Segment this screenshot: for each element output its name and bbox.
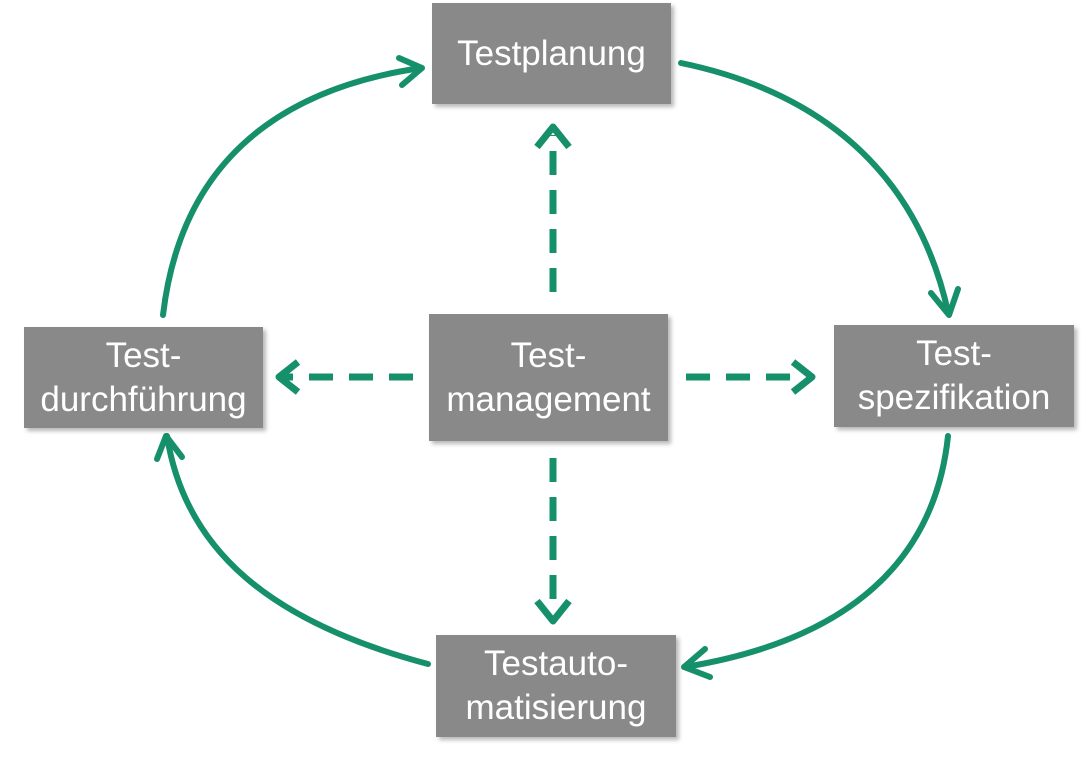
node-label-line2: matisierung: [465, 688, 647, 727]
arrowhead-spezifikation: [928, 286, 961, 318]
node-testautomatisierung: Testauto- matisierung: [436, 635, 676, 737]
arrow-planung-to-spezifikation: [678, 60, 951, 315]
arrow-durchfuehrung-to-planung: [160, 65, 424, 318]
node-label: Testplanung: [457, 33, 646, 73]
node-label-line2: management: [446, 379, 651, 419]
arrow-automatisierung-to-durchfuehrung: [164, 433, 431, 667]
node-testspezifikation: Test- spezifikation: [834, 325, 1074, 427]
node-label-line1: Test-: [105, 335, 182, 375]
node-label-line1: Test-: [510, 335, 587, 375]
node-testdurchfuehrung: Test- durchführung: [24, 327, 263, 428]
arrowhead-durchfuehrung: [154, 433, 185, 462]
node-testmanagement: Test- management: [429, 314, 668, 441]
node-label-line1: Testauto-: [484, 644, 628, 683]
dashed-arrowhead-down: [534, 598, 572, 625]
node-testplanung: Testplanung: [432, 3, 671, 104]
dashed-arrowhead-right: [790, 359, 816, 395]
dashed-arrowhead-left: [275, 359, 301, 395]
arrowhead-planung: [396, 55, 425, 88]
dashed-arrowhead-up: [534, 123, 572, 150]
node-label-line2: durchführung: [40, 379, 247, 419]
arrow-spezifikation-to-automatisierung: [682, 433, 951, 670]
node-label-line2: spezifikation: [857, 378, 1051, 417]
arrowhead-automatisierung: [681, 646, 713, 680]
node-label-line1: Test-: [916, 334, 992, 373]
